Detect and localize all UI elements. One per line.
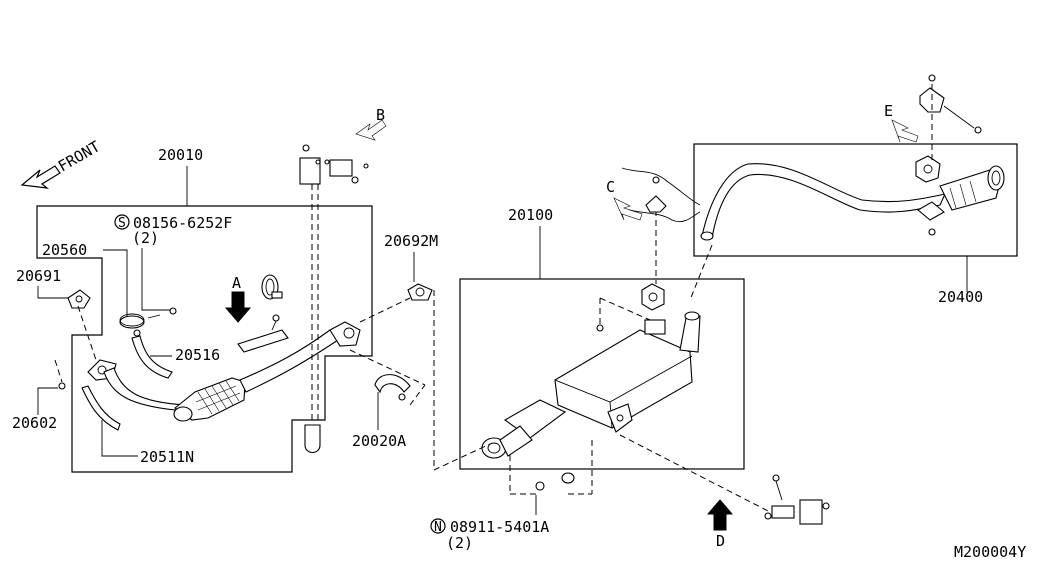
gasket-callout: 20691 (16, 267, 97, 361)
front-label: FRONT (55, 137, 103, 175)
view-a-arrow-icon (224, 291, 252, 323)
front-arrow-icon (20, 165, 61, 189)
nut-symbol-icon (430, 518, 446, 534)
view-label-b: B (376, 106, 385, 124)
view-d-arrow-icon (706, 499, 734, 531)
heat-insulator-b: 20511N (81, 385, 194, 466)
part-label-20010: 20010 (158, 146, 203, 164)
gasket-icon (67, 289, 91, 309)
front-tube-boundary (36, 205, 373, 473)
part-label-20691: 20691 (16, 267, 61, 285)
view-a-indicator: A (224, 274, 252, 323)
svg-text:N: N (434, 520, 442, 535)
muffler-drawing (481, 297, 701, 459)
view-label-c: C (606, 178, 615, 196)
svg-text:S: S (118, 216, 126, 231)
bolt-quantity: (2) (132, 229, 159, 247)
part-label-20692M: 20692M (384, 232, 438, 250)
bolt-callout: S 08156-6252F (2) (114, 214, 232, 319)
part-label-bolt: 08156-6252F (133, 214, 232, 232)
view-c-indicator: C (606, 167, 701, 223)
front-pipe-drawing (87, 321, 361, 422)
drawing-code: M200004Y (954, 543, 1026, 561)
front-direction-indicator: FRONT (20, 137, 103, 189)
part-label-20020A: 20020A (352, 432, 406, 450)
clamp-bracket-callout: 20020A (349, 349, 426, 450)
part-label-20516: 20516 (175, 346, 220, 364)
rubber-hanger-c (641, 210, 665, 311)
view-b-indicator: B (299, 106, 387, 454)
tail-pipe-group: 20400 E (689, 74, 1018, 306)
part-label-20400: 20400 (938, 288, 983, 306)
catalyst-mesh (195, 380, 241, 415)
stud-nut-callout: 20602 (12, 359, 66, 432)
view-label-d: D (716, 532, 725, 550)
view-c-arrow-icon (613, 197, 643, 221)
main-muffler-boundary (459, 278, 745, 470)
clamp-callout: 20560 (42, 241, 145, 329)
tail-pipe-boundary (693, 143, 1018, 257)
view-e-indicator: E (884, 74, 982, 160)
view-label-a: A (232, 274, 241, 292)
heat-insulator-a: 20516 (131, 329, 220, 379)
seal-ring-icon (407, 283, 433, 301)
part-label-20602: 20602 (12, 414, 57, 432)
bolt-symbol-icon (114, 214, 130, 230)
clamp-top-a (261, 274, 283, 300)
part-label-20560: 20560 (42, 241, 87, 259)
tail-pipe-drawing (689, 155, 1005, 301)
part-label-20100: 20100 (508, 206, 553, 224)
view-b-arrow-icon (355, 119, 387, 141)
main-muffler-group: 20100 (430, 206, 830, 552)
nut-quantity: (2) (446, 534, 473, 552)
part-label-nut: 08911-5401A (450, 518, 549, 536)
view-label-e: E (884, 102, 893, 120)
view-e-arrow-icon (891, 119, 919, 143)
nut-callout: N 08911-5401A (2) (430, 440, 593, 552)
view-d-indicator: D (619, 434, 830, 550)
heat-shield-upper (237, 314, 289, 353)
part-label-20511N: 20511N (140, 448, 194, 466)
seal-ring-callout: 20692M (359, 232, 438, 323)
front-tube-group: 20010 S 08156-6252F (2) 20560 20691 (12, 106, 438, 473)
